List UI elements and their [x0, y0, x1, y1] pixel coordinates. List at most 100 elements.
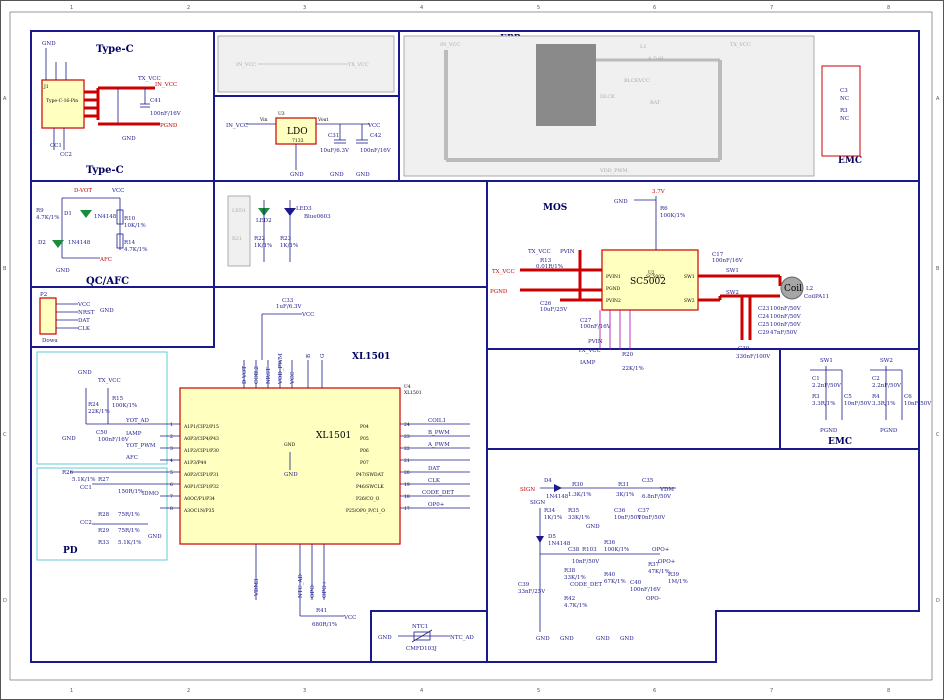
emc-c1: C1 [812, 376, 820, 382]
led-block [213, 180, 488, 288]
sig-d4-diode [554, 484, 562, 492]
mos-c30v: 330nF/100V [736, 354, 771, 360]
xl-idmo: IDMO [142, 491, 159, 497]
row-d-right: D [936, 598, 940, 604]
led-r22: R22 [254, 236, 265, 242]
mos-coil-part: CoilPA11 [804, 294, 829, 300]
sig-sign-2: SIGN [530, 500, 545, 506]
sig-c35v: 6.8nF/50V [642, 494, 672, 500]
xl-bottom-net-4: OPO+ [322, 580, 328, 598]
qc-d1: D1 [64, 211, 72, 217]
sig-sign: SIGN [520, 487, 535, 493]
sig-c35: C35 [642, 478, 654, 484]
qc-afc: AFC [99, 257, 112, 263]
sc5002-pgnd: PGND [606, 286, 621, 292]
mos-c26: C26 [540, 301, 552, 307]
sig-c38v: 10nF/50V [572, 559, 600, 565]
col-4: 4 [420, 5, 423, 11]
xl-gnd-left: GND [78, 370, 92, 376]
xl-net-clk: CLK [428, 478, 441, 484]
ldo-c31v: 10uF/6.3V [320, 148, 350, 154]
typec-part: Type-C-16-Pin [46, 98, 78, 104]
sig-r37v: 47K/1% [648, 569, 670, 575]
xl-left-pin-2: A0P3/CIP4/P43 [183, 436, 219, 442]
xl-top-net-2: COIL2 [254, 366, 260, 384]
col-8: 8 [887, 5, 890, 11]
qc-d2: D2 [38, 240, 46, 246]
epp-ic [536, 44, 596, 126]
col-4-bottom: 4 [420, 688, 423, 694]
ldo-ref: U3 [278, 111, 285, 117]
emc-r3v: 3.3R/1% [812, 401, 835, 407]
xl-right-pin-22: P06 [360, 448, 369, 454]
xl-vcc: VCC [301, 312, 314, 318]
mos-r20v: 22K/1% [622, 366, 644, 372]
sig-c37v: 10nF/50V [638, 515, 666, 521]
sig-r38: R38 [564, 568, 576, 574]
sc5002-body [601, 249, 699, 311]
column-ruler: 1 2 3 4 5 6 7 8 1 2 3 4 5 6 7 8 [70, 5, 890, 694]
sig-gnd-5: GND [586, 524, 600, 530]
row-c: C [3, 432, 7, 438]
col-6: 6 [653, 5, 656, 11]
xl-r15: R15 [112, 396, 124, 402]
xl-c33v: 1uF/6.3V [276, 304, 302, 310]
epp-vdd-pwm: VDD_PWM [599, 168, 628, 174]
emc-r4v: 3.3R/1% [872, 401, 895, 407]
sc5002-ref: U2 [648, 270, 655, 276]
sig-d5v: 1N4148 [548, 541, 571, 547]
qc-d1-diode [80, 210, 92, 218]
col-1-bottom: 1 [70, 688, 73, 694]
emc-top-c3: C3 [840, 88, 848, 94]
sig-r31: R31 [618, 482, 629, 488]
emc-r3: R3 [812, 394, 820, 400]
xl-gnd-sym: GND [284, 472, 298, 478]
emc-top-r3-nc: NC [840, 116, 849, 122]
emc-c6: C6 [904, 394, 912, 400]
xl-tx-vcc: TX_VCC [98, 378, 121, 384]
pd-title: PD [63, 546, 78, 556]
xl-r27: R27 [98, 477, 110, 483]
xl1501-block [30, 347, 488, 663]
xl-right-pin-18: P26/CO_O [356, 496, 380, 502]
sc5002-sw2: SW2 [684, 298, 695, 304]
xl1501-title: XL1501 [352, 352, 390, 362]
sheet-inner-border [9, 11, 933, 681]
xl-r29v: 75R/1% [118, 528, 140, 534]
sig-code-det: CODE_DET [570, 582, 602, 588]
led3-ref: LED3 [296, 206, 312, 212]
mos-c29v: 47nF/50V [770, 330, 798, 336]
ldo-gnd-3: GND [356, 172, 370, 178]
mos-c17v: 100nF/16V [712, 258, 744, 264]
led-circuit: LED2 LED3 Blue0603 LED1 R21 R22 1K/1% R2… [227, 195, 331, 267]
xl-left-num-6: 6 [170, 482, 173, 488]
sig-r40v: 67K/1% [604, 579, 626, 585]
mos-tx-vcc-b: TX_VCC [578, 348, 601, 354]
row-a: A [3, 96, 7, 102]
typec-label: Type-C [86, 165, 124, 176]
typec-gnd: GND [42, 41, 56, 47]
ntc-net: NTC_AD [450, 635, 474, 641]
mos-c23v: 100nF/50V [770, 306, 802, 312]
sig-opo-minus: OPO- [646, 596, 661, 602]
mos-c24: C24 [758, 314, 770, 320]
mos-c17: C17 [712, 252, 724, 258]
ldo-c42: C42 [370, 133, 381, 139]
xl-top-pins: D-VOT COIL2 NRST VOD_PWM VCC B G [242, 314, 326, 388]
qc-d1v: 1N4148 [94, 214, 117, 220]
qc-r9: R9 [36, 208, 44, 214]
epp-dlck: DLCK [600, 94, 615, 100]
xl-right-pin-20: P47/SWDAT [356, 472, 384, 478]
xl-right-pin-17: P25/OP0_P/C1_O [346, 508, 385, 514]
xl-left-num-8: 8 [170, 506, 173, 512]
epp-tx-vcc-2: TX_VCC [730, 42, 751, 48]
ldo-c31: C31 [328, 133, 339, 139]
dowa-p1: VCC [77, 302, 90, 308]
dowa-header [39, 297, 57, 335]
xl-r27v: 150R/1% [118, 489, 143, 495]
sc5002-sw1: SW1 [684, 274, 695, 280]
xl-cc1: CC1 [80, 485, 92, 491]
ntc-part: CMFD103J [406, 646, 437, 652]
pd-top-frame [36, 351, 168, 465]
typec-ref: J1 [43, 84, 49, 90]
